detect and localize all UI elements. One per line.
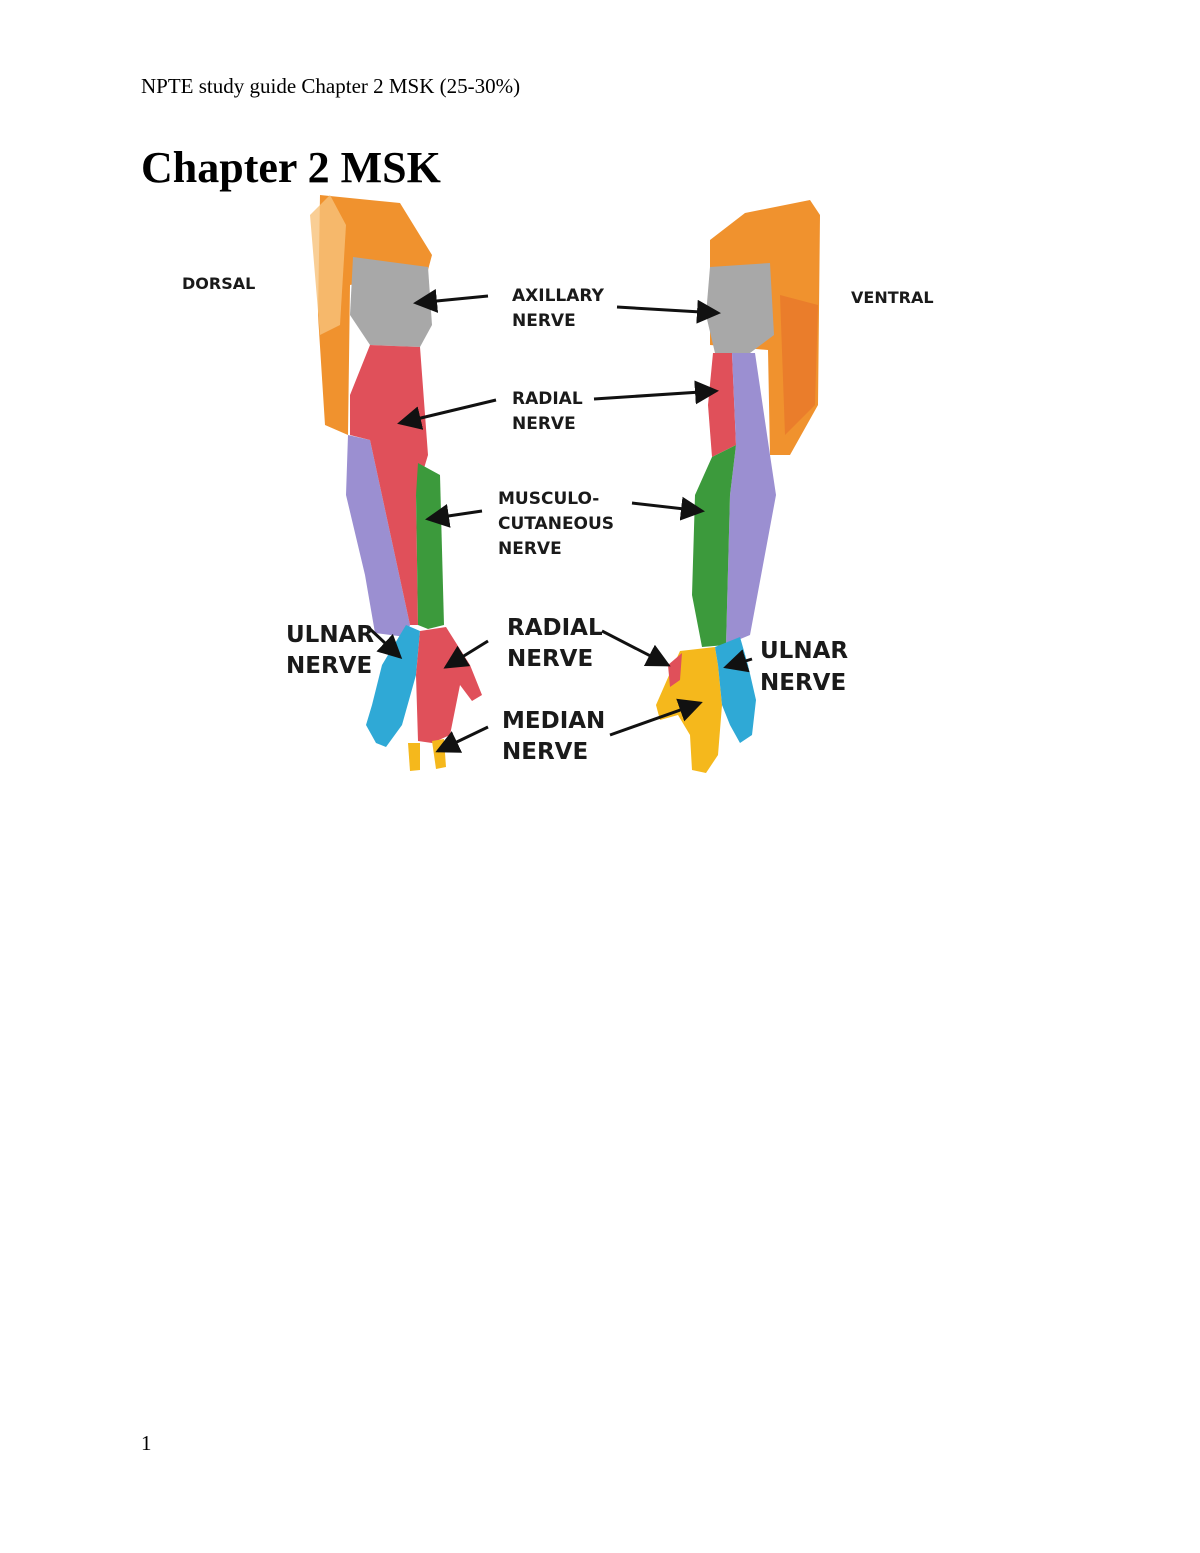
arrow-radial-ventral (593, 380, 719, 405)
ventral-musculocutaneous-region (692, 445, 736, 647)
musculo-label-line3: NERVE (498, 539, 562, 559)
musculo-label-line2: CUTANEOUS (498, 514, 614, 534)
arrow-axillary-dorsal (413, 289, 489, 313)
ventral-hand-radial-region (668, 653, 682, 687)
ulnar-right-label-line2: NERVE (760, 670, 846, 696)
ulnar-left-label-line1: ULNAR (286, 622, 374, 648)
arm-nerve-diagram: DORSAL VENTRAL AXILLARY NERVE RADIAL NER… (182, 195, 934, 773)
dorsal-hand-radial-region (416, 627, 482, 743)
axillary-label-line1: AXILLARY (512, 286, 605, 306)
view-label-ventral: VENTRAL (851, 288, 934, 307)
ventral-axillary-region (706, 263, 774, 353)
chapter-title: Chapter 2 MSK (141, 143, 441, 192)
dermatome-figure: DORSAL VENTRAL AXILLARY NERVE RADIAL NER… (170, 195, 970, 785)
arrow-radial-dorsal (397, 398, 497, 430)
view-label-dorsal: DORSAL (182, 274, 255, 293)
axillary-label-line2: NERVE (512, 311, 576, 331)
arrow-musculo-dorsal (425, 504, 483, 528)
ulnar-right-label-line1: ULNAR (760, 638, 848, 664)
dorsal-musculocutaneous-region (416, 463, 444, 629)
pointer-arrows (368, 289, 753, 753)
ventral-radial-region (708, 353, 736, 457)
radial-lower-label-line1: RADIAL (507, 615, 603, 641)
arrow-ulnar-ventral (723, 649, 753, 673)
arrow-median-ventral (609, 698, 703, 737)
dorsal-median-tip (408, 743, 420, 771)
median-label-line1: MEDIAN (502, 708, 605, 734)
dorsal-arm (310, 195, 482, 771)
page-number: 1 (141, 1431, 152, 1455)
dorsal-shoulder-region (318, 195, 432, 435)
radial-lower-label-line2: NERVE (507, 646, 593, 672)
radial-upper-label-line2: NERVE (512, 414, 576, 434)
arrow-radial-hand-dorsal (443, 639, 489, 669)
ventral-medial-cutaneous-region (726, 353, 776, 645)
dorsal-medial-cutaneous-region (346, 435, 410, 637)
arrow-ulnar-dorsal (368, 627, 403, 660)
ulnar-left-label-line2: NERVE (286, 653, 372, 679)
running-header: NPTE study guide Chapter 2 MSK (25-30%) (141, 74, 521, 98)
ventral-median-region (656, 647, 722, 773)
arrow-median-dorsal (435, 725, 489, 753)
arrow-musculo-ventral (631, 496, 705, 521)
ventral-ulnar-region (715, 637, 756, 743)
median-label-line2: NERVE (502, 739, 588, 765)
radial-upper-label-line1: RADIAL (512, 389, 583, 409)
dorsal-axillary-region (350, 257, 432, 347)
musculo-label-line1: MUSCULO- (498, 489, 599, 509)
arrow-radial-hand-ventral (601, 629, 671, 667)
dorsal-ulnar-region (366, 625, 420, 747)
arrow-axillary-ventral (616, 299, 721, 324)
